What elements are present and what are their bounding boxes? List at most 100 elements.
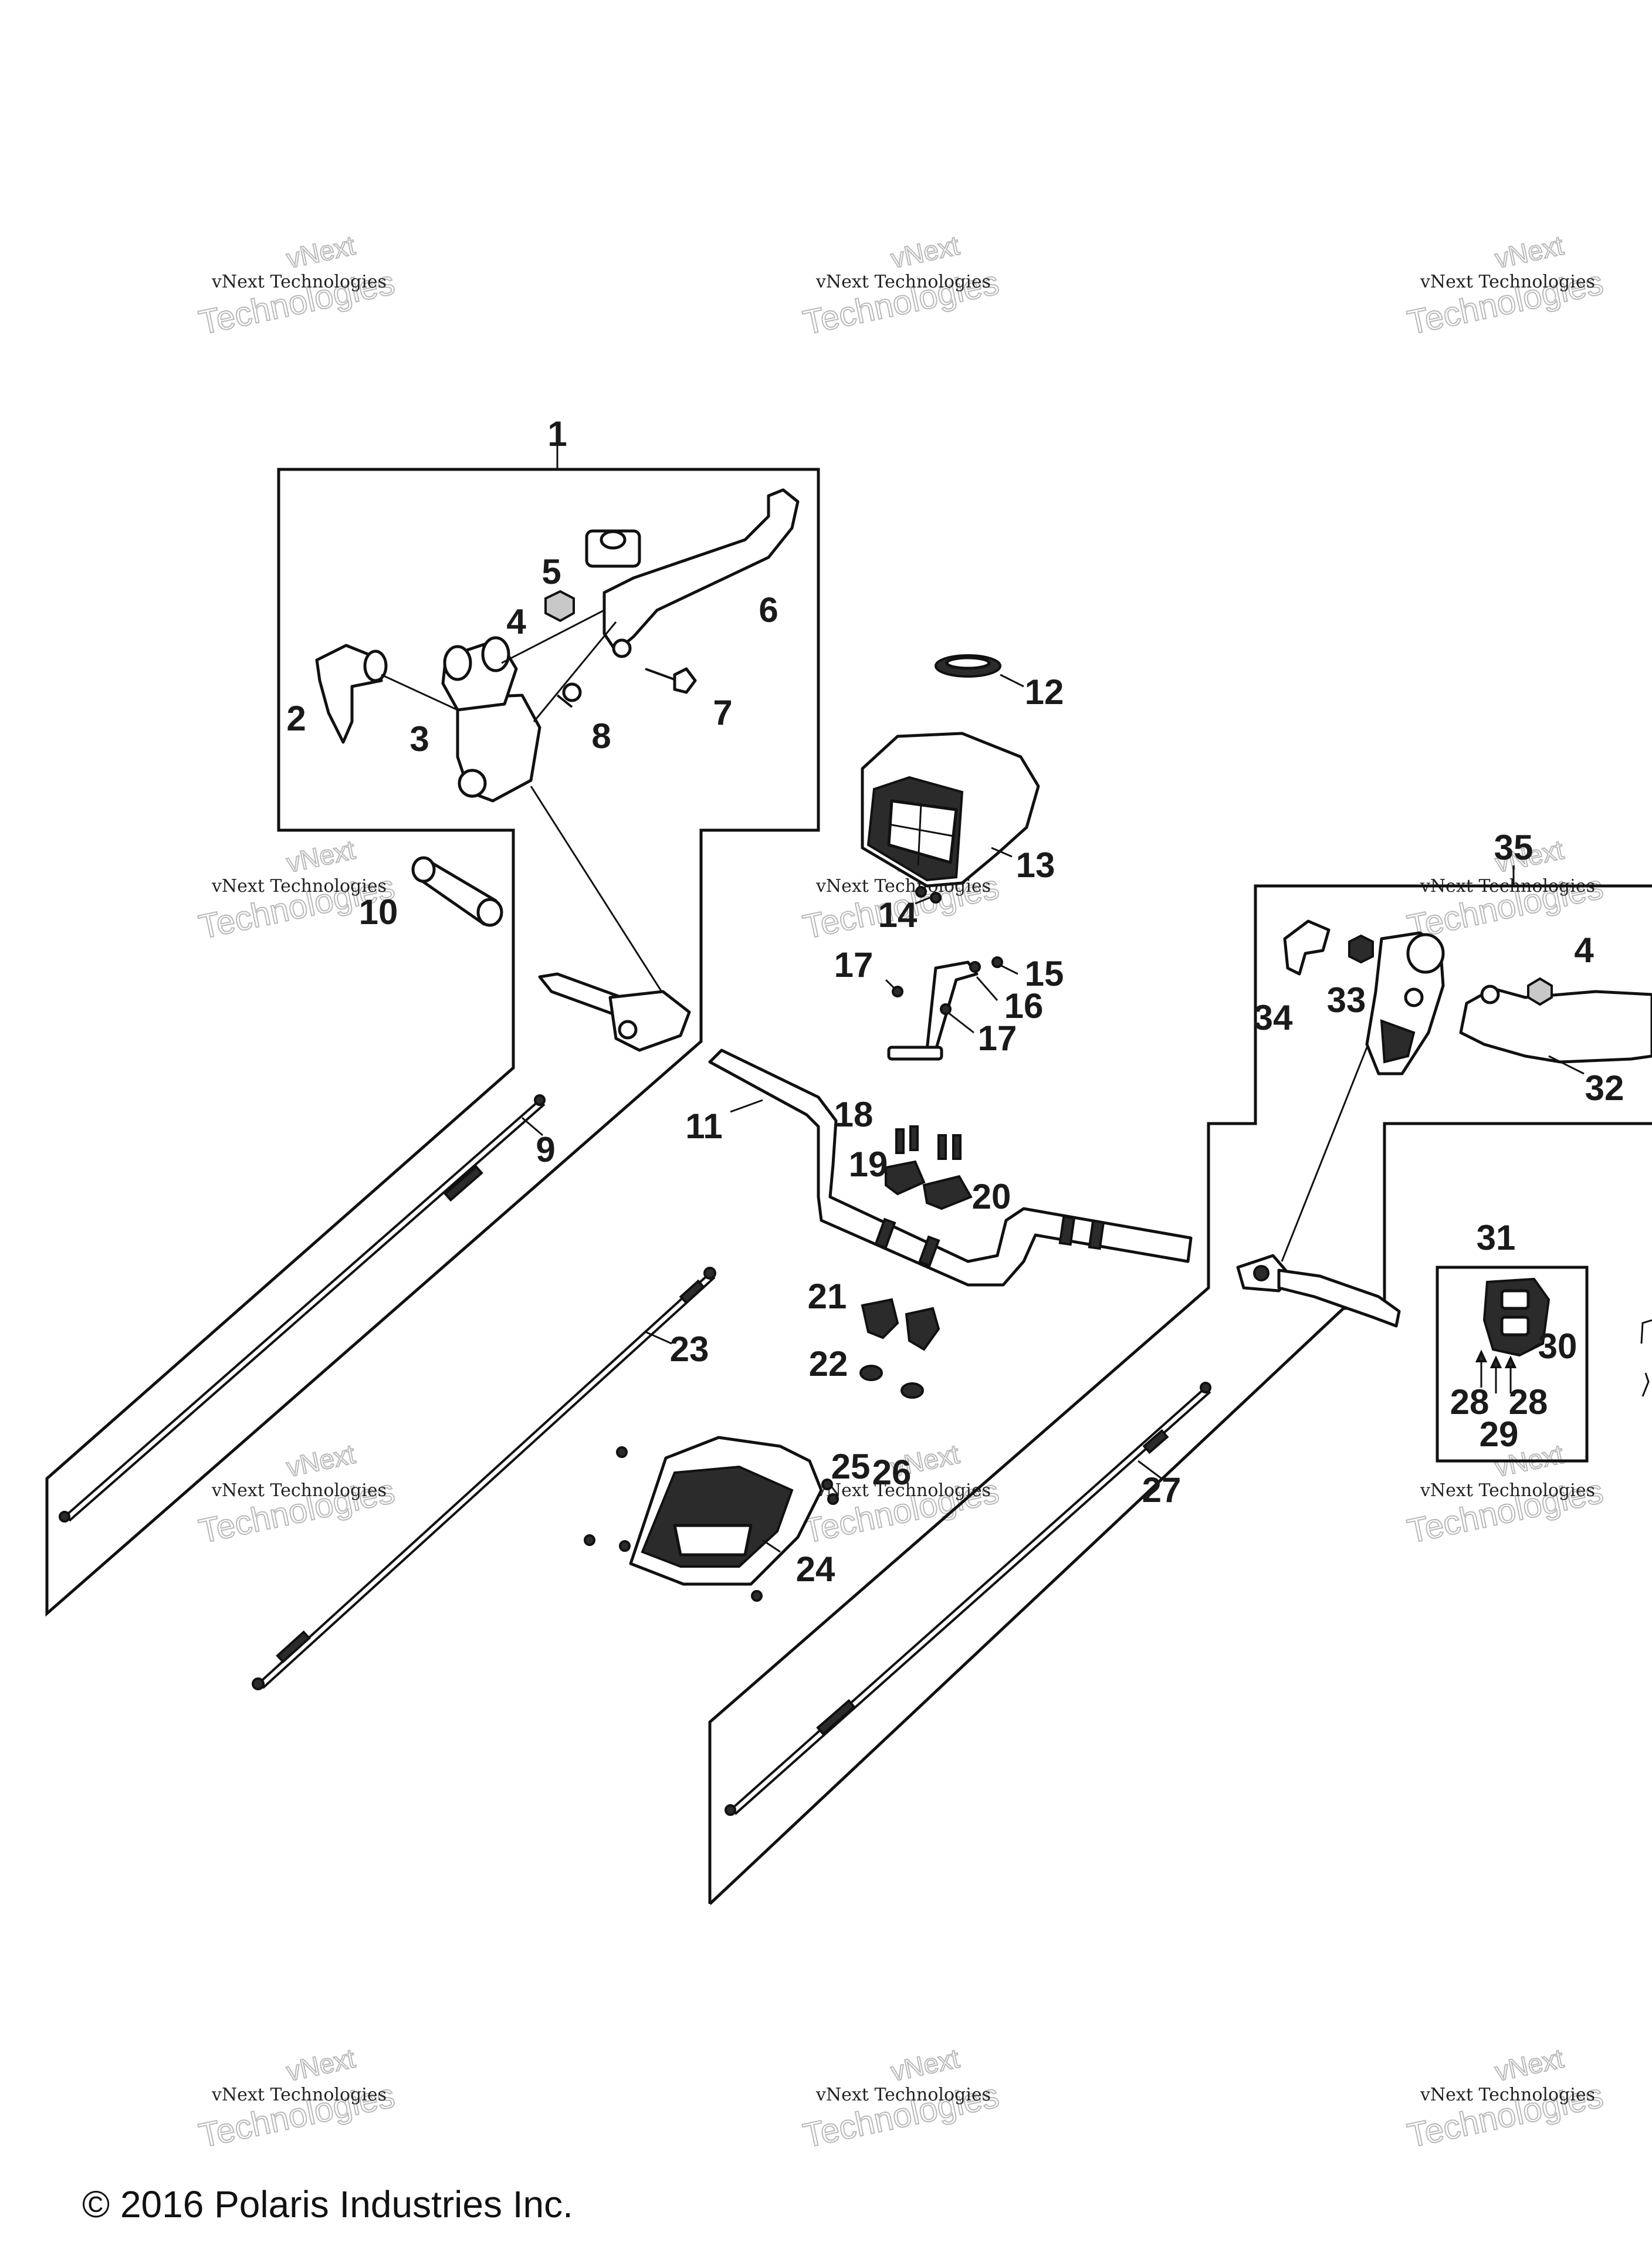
svg-text:vNext Technologies: vNext Technologies: [815, 1480, 991, 1501]
callout-4: 4: [1574, 931, 1594, 970]
part-27-cable: [725, 1382, 1211, 1816]
callout-29: 29: [1480, 1415, 1519, 1454]
part-16-bracket: [887, 960, 981, 1061]
edge-fragment: [1640, 1319, 1652, 1344]
callout-18: 18: [834, 1095, 874, 1134]
callout-4: 4: [506, 602, 526, 641]
svg-text:vNext: vNext: [284, 2043, 358, 2087]
callout-labels: 1234567891011121314151617171819202122232…: [286, 414, 1624, 1589]
callout-33: 33: [1327, 980, 1366, 1020]
leader-30: [1525, 1342, 1541, 1354]
part-8-screw: [556, 682, 582, 708]
part-13-cover: [861, 732, 1040, 888]
callout-10: 10: [359, 892, 398, 932]
leader-14: [915, 897, 930, 905]
svg-text:vNext: vNext: [284, 230, 358, 274]
part-6-brake-lever: [602, 488, 800, 658]
leader-to-lever: [530, 786, 676, 1013]
svg-text:vNext Technologies: vNext Technologies: [815, 2085, 991, 2105]
copyright-notice: © 2016 Polaris Industries Inc.: [82, 2183, 573, 2225]
callout-32: 32: [1585, 1068, 1624, 1108]
leader-9: [522, 1117, 543, 1136]
leader-24: [762, 1539, 781, 1553]
callout-1: 1: [547, 414, 567, 454]
part-lower-clutch-lever: [1236, 1254, 1401, 1328]
svg-text:vNext: vNext: [284, 834, 358, 878]
leader-11: [730, 1099, 763, 1113]
part-21-risers: [861, 1298, 940, 1351]
part-23-cable: [252, 1267, 716, 1690]
callout-25: 25: [831, 1447, 871, 1486]
callout-24: 24: [796, 1550, 835, 1589]
part-4-nut-left: [544, 590, 575, 623]
svg-text:vNext: vNext: [1492, 2043, 1566, 2087]
leader-15: [1000, 964, 1018, 975]
part-lower-brake-lever: [538, 972, 691, 1052]
svg-text:vNext Technologies: vNext Technologies: [211, 272, 387, 292]
callout-6: 6: [759, 590, 778, 630]
assembly-frame-31: [1436, 1266, 1589, 1463]
part-9-cable: [59, 1094, 546, 1523]
part-4-nut-right: [1527, 977, 1553, 1006]
callout-12: 12: [1025, 672, 1064, 712]
callout-31: 31: [1477, 1218, 1516, 1257]
callout-21: 21: [808, 1277, 847, 1316]
part-22-nuts: [859, 1365, 924, 1399]
callout-13: 13: [1016, 845, 1055, 885]
callout-35: 35: [1494, 828, 1533, 867]
callout-16: 16: [1004, 986, 1044, 1026]
leader-17a: [885, 979, 896, 990]
part-33-bolt: [1348, 934, 1374, 964]
callout-23: 23: [670, 1330, 709, 1369]
callout-28: 28: [1450, 1382, 1489, 1422]
callout-27: 27: [1142, 1470, 1182, 1510]
svg-text:vNext Technologies: vNext Technologies: [1420, 1480, 1595, 1501]
leader-16: [976, 976, 998, 1001]
callout-34: 34: [1254, 998, 1293, 1037]
callout-8: 8: [591, 716, 611, 756]
svg-text:vNext Technologies: vNext Technologies: [211, 2085, 387, 2105]
svg-text:vNext Technologies: vNext Technologies: [815, 272, 991, 292]
assembly-frame-1: [45, 468, 820, 1617]
svg-text:vNext Technologies: vNext Technologies: [211, 1480, 387, 1501]
callout-14: 14: [878, 895, 918, 935]
part-10-grip: [411, 856, 503, 927]
leader-6-link: [533, 621, 617, 722]
part-17-screw-a: [892, 986, 903, 997]
callout-19: 19: [849, 1145, 888, 1184]
part-32-clutch-lever: [1459, 985, 1652, 1064]
assembly-frame-center: [708, 884, 1652, 1904]
callout-3: 3: [409, 719, 429, 759]
leader-17b: [947, 1011, 974, 1034]
part-15-screw: [991, 956, 1003, 968]
part-20-clamp: [922, 1175, 973, 1210]
callout-17: 17: [978, 1019, 1017, 1058]
leader-right-link: [1281, 1047, 1368, 1262]
callout-20: 20: [972, 1177, 1011, 1216]
callout-7: 7: [713, 693, 732, 732]
part-7-bolt: [645, 667, 697, 694]
part-18-bolts: [895, 1125, 962, 1160]
leader-23: [645, 1331, 672, 1345]
callout-5: 5: [541, 552, 561, 591]
part-14-screw: [915, 886, 927, 898]
callout-11: 11: [685, 1107, 722, 1146]
leader-2-link: [381, 674, 458, 711]
callout-9: 9: [536, 1130, 555, 1169]
leader-32: [1548, 1055, 1585, 1075]
edge-fragment-b: [1641, 1372, 1650, 1397]
part-31-switch: [1482, 1277, 1551, 1357]
part-19-clamp: [885, 1160, 926, 1196]
svg-text:vNext Technologies: vNext Technologies: [211, 876, 387, 897]
part-11-handlebar: [708, 1048, 1193, 1287]
callout-26: 26: [872, 1453, 912, 1492]
svg-text:vNext Technologies: vNext Technologies: [1420, 2085, 1595, 2105]
callout-17: 17: [834, 945, 874, 985]
leader-3-link: [501, 609, 605, 664]
leader-27: [1138, 1460, 1162, 1480]
